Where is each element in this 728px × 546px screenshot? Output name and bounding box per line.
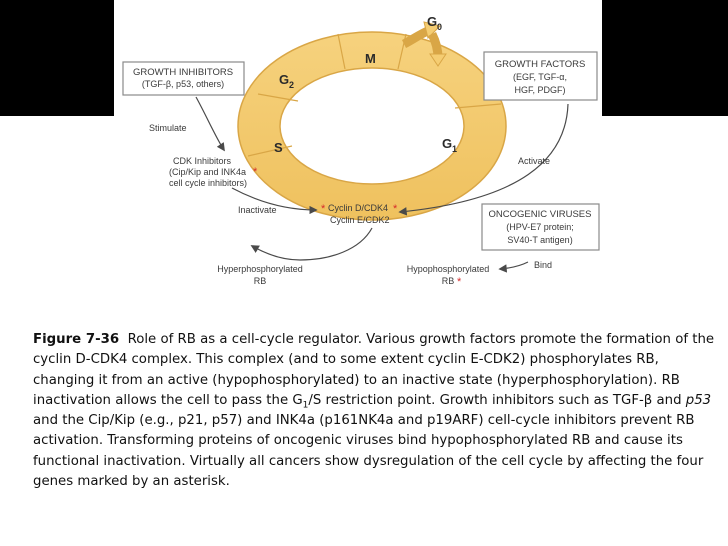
hypophosphorylated-rb-label: Hypophosphorylated RB * — [407, 264, 490, 288]
figure-caption: Figure 7-36 Role of RB as a cell-cycle r… — [33, 330, 721, 492]
svg-text:*: * — [457, 276, 462, 288]
caption-text-3: and the Cip/Kip (e.g., p21, p57) and INK… — [33, 413, 704, 490]
bind-arrow — [498, 261, 529, 273]
phase-g2-label: G 2 — [279, 72, 294, 90]
svg-text:RB: RB — [254, 276, 267, 286]
g0-arrows — [401, 21, 447, 67]
phosphorylation-arrow — [250, 227, 373, 261]
bind-label: Bind — [534, 260, 552, 270]
svg-text:RB: RB — [442, 276, 455, 286]
phase-g1-label: G 1 — [442, 136, 457, 154]
cell-cycle-ring — [237, 31, 507, 221]
caption-text-1: Role of RB as a cell-cycle regulator. Va… — [33, 332, 715, 408]
svg-text:0: 0 — [437, 22, 442, 32]
caption-p53: p53 — [685, 392, 712, 408]
phase-s-label: S — [274, 140, 283, 155]
caption-text-2: /S restriction point. Growth inhibitors … — [308, 392, 686, 408]
black-bar-right — [602, 0, 728, 116]
svg-text:Hypophosphorylated: Hypophosphorylated — [407, 264, 490, 274]
inactivate-label: Inactivate — [238, 205, 277, 215]
svg-text:(TGF-β, p53, others): (TGF-β, p53, others) — [142, 79, 224, 89]
svg-text:2: 2 — [289, 80, 294, 90]
svg-text:*: * — [321, 203, 326, 215]
black-bar-left — [0, 0, 114, 116]
svg-text:HGF, PDGF): HGF, PDGF) — [515, 85, 566, 95]
activate-arrow — [398, 103, 569, 216]
phase-m-label: M — [365, 51, 376, 66]
svg-text:Cyclin E/CDK2: Cyclin E/CDK2 — [330, 215, 390, 225]
oncogenic-viruses-box: ONCOGENIC VIRUSES (HPV-E7 protein; SV40-… — [481, 203, 600, 251]
growth-factors-box: GROWTH FACTORS (EGF, TGF-α, HGF, PDGF) — [483, 51, 598, 101]
svg-text:G: G — [427, 14, 437, 29]
phase-g0-label: G 0 — [427, 14, 442, 32]
cyclin-complex-label: * Cyclin D/CDK4 * Cyclin E/CDK2 — [321, 203, 398, 225]
svg-text:Hyperphosphorylated: Hyperphosphorylated — [217, 264, 303, 274]
caption-subscript: 1 — [302, 400, 309, 411]
hyperphosphorylated-rb-label: Hyperphosphorylated RB — [217, 264, 303, 286]
stimulate-label: Stimulate — [149, 123, 187, 133]
activate-label: Activate — [518, 156, 550, 166]
svg-text:cell cycle inhibitors): cell cycle inhibitors) — [169, 178, 247, 188]
svg-text:*: * — [393, 203, 398, 215]
svg-text:CDK Inhibitors: CDK Inhibitors — [173, 156, 232, 166]
cdk-inhibitors-label: CDK Inhibitors (Cip/Kip and INK4a * cell… — [169, 156, 258, 188]
svg-text:ONCOGENIC VIRUSES: ONCOGENIC VIRUSES — [489, 209, 592, 220]
svg-text:1: 1 — [452, 144, 457, 154]
growth-inhibitors-box: GROWTH INHIBITORS (TGF-β, p53, others) — [122, 61, 245, 96]
stimulate-arrow — [195, 96, 225, 152]
inactivate-arrow — [231, 187, 318, 215]
svg-text:GROWTH FACTORS: GROWTH FACTORS — [495, 59, 586, 70]
svg-text:(EGF, TGF-α,: (EGF, TGF-α, — [513, 72, 567, 82]
svg-text:*: * — [253, 166, 258, 178]
svg-text:Cyclin D/CDK4: Cyclin D/CDK4 — [328, 203, 388, 213]
svg-text:SV40-T antigen): SV40-T antigen) — [507, 235, 572, 245]
figure-label: Figure 7-36 — [33, 332, 120, 347]
cell-cycle-diagram: M G 2 S G 1 G 0 GROWTH INHIBITORS (TGF-β… — [122, 14, 600, 288]
svg-text:(HPV-E7 protein;: (HPV-E7 protein; — [506, 222, 574, 232]
svg-text:G: G — [442, 136, 452, 151]
svg-text:GROWTH INHIBITORS: GROWTH INHIBITORS — [133, 67, 233, 78]
svg-text:G: G — [279, 72, 289, 87]
svg-text:(Cip/Kip and INK4a: (Cip/Kip and INK4a — [169, 167, 246, 177]
